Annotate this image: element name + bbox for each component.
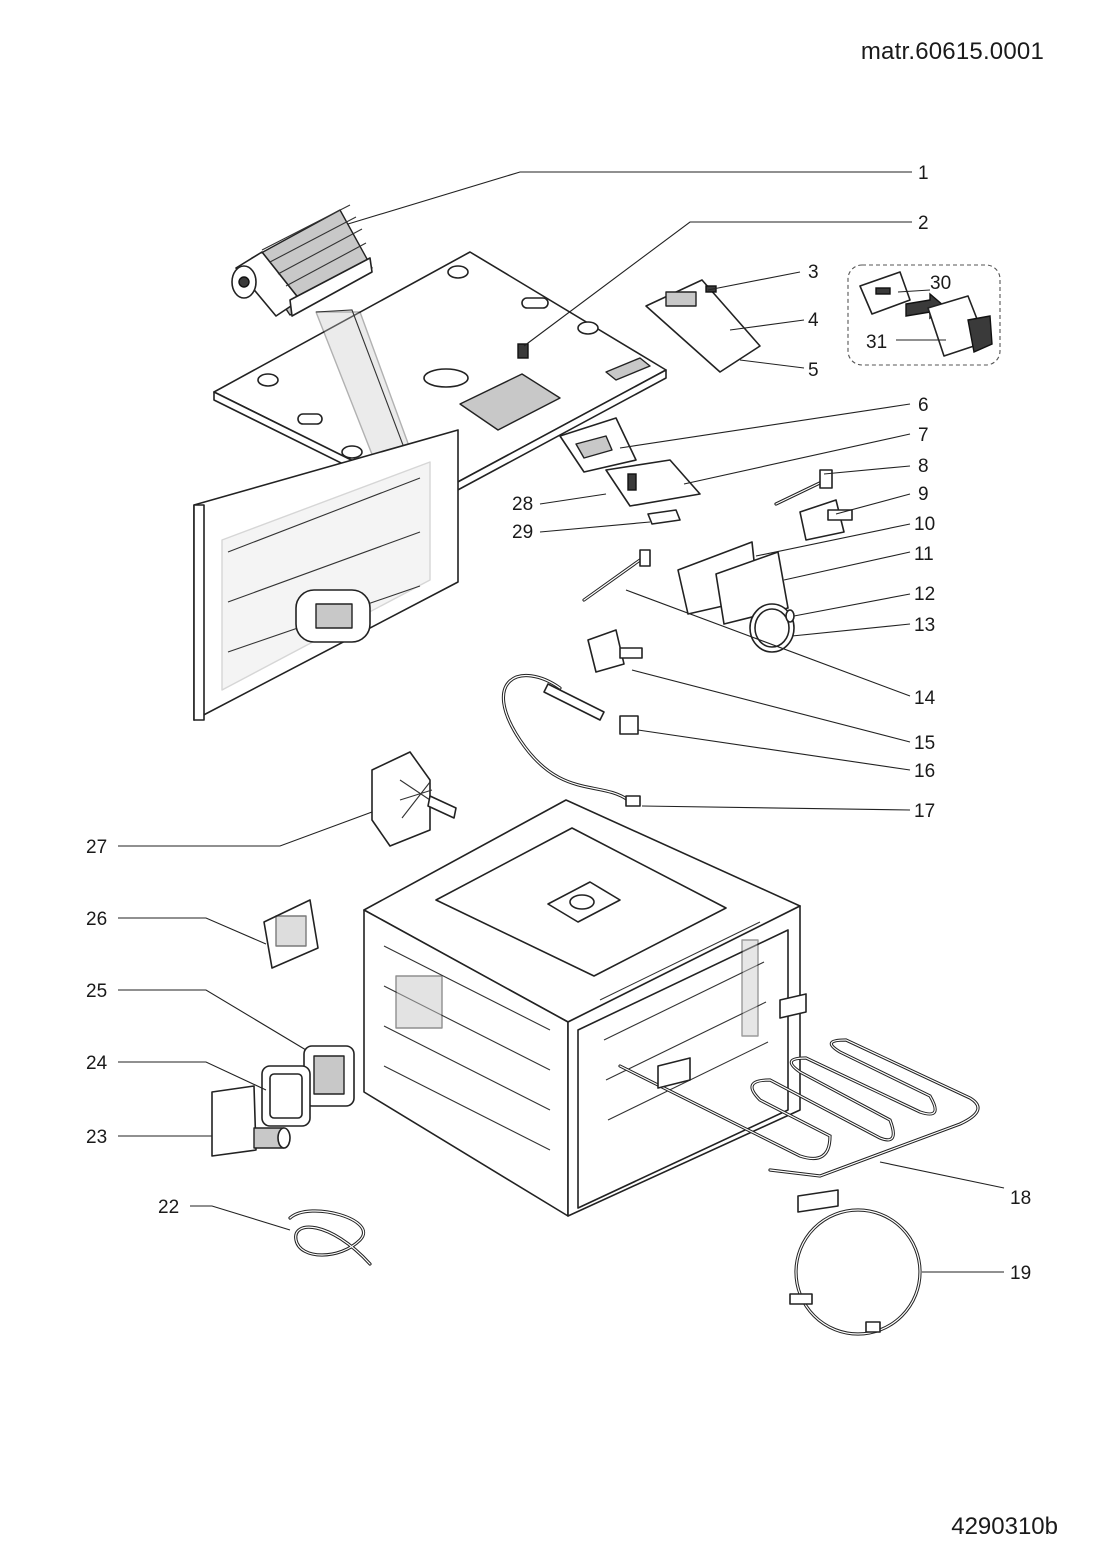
- callout-2: 2: [918, 213, 929, 234]
- tangential-fan: [231, 204, 373, 317]
- callout-10: 10: [914, 514, 935, 535]
- callout-26: 26: [86, 909, 107, 930]
- switches-and-harness: [582, 469, 853, 735]
- callout-23: 23: [86, 1127, 107, 1148]
- leader-lines: [118, 171, 1005, 1273]
- callout-19: 19: [1010, 1263, 1031, 1284]
- callout-25: 25: [86, 981, 107, 1002]
- oven-lamp-assembly: [211, 1045, 355, 1157]
- callout-7: 7: [918, 425, 929, 446]
- callout-27: 27: [86, 837, 107, 858]
- fan-motor: [371, 751, 457, 847]
- callout-29: 29: [512, 522, 533, 543]
- callout-14: 14: [914, 688, 936, 709]
- callout-9: 9: [918, 484, 929, 505]
- callout-labels: 1 2 3 4 5 6 7 8 9 10 11 12 13 14 15 16 1…: [86, 163, 1031, 1284]
- callout-18: 18: [1010, 1188, 1031, 1209]
- grill-element: [618, 993, 980, 1178]
- callout-12: 12: [914, 584, 935, 605]
- circular-element: [789, 1189, 922, 1336]
- diagram-code-footer: 4290310b: [951, 1513, 1058, 1540]
- callout-24: 24: [86, 1053, 108, 1074]
- temperature-probe: [501, 673, 641, 807]
- callout-4: 4: [808, 310, 819, 331]
- callout-31: 31: [866, 332, 887, 353]
- callout-17: 17: [914, 801, 935, 822]
- callout-1: 1: [918, 163, 929, 184]
- mains-cable: [288, 1209, 372, 1266]
- callout-3: 3: [808, 262, 819, 283]
- callout-8: 8: [918, 456, 929, 477]
- callout-5: 5: [808, 360, 819, 381]
- callout-13: 13: [914, 615, 935, 636]
- programmer-kit-group: [847, 264, 1001, 366]
- callout-22: 22: [158, 1197, 179, 1218]
- callout-6: 6: [918, 395, 929, 416]
- callout-11: 11: [914, 544, 934, 565]
- door-inner-panel: [193, 429, 459, 721]
- callout-16: 16: [914, 761, 935, 782]
- callout-30: 30: [930, 273, 951, 294]
- callout-28: 28: [512, 494, 533, 515]
- diagram-code-header: matr.60615.0001: [860, 38, 1044, 65]
- oven-cavity: [363, 799, 801, 1217]
- terminal-block: [263, 899, 319, 969]
- callout-15: 15: [914, 733, 935, 754]
- control-panel-boards: [559, 279, 761, 525]
